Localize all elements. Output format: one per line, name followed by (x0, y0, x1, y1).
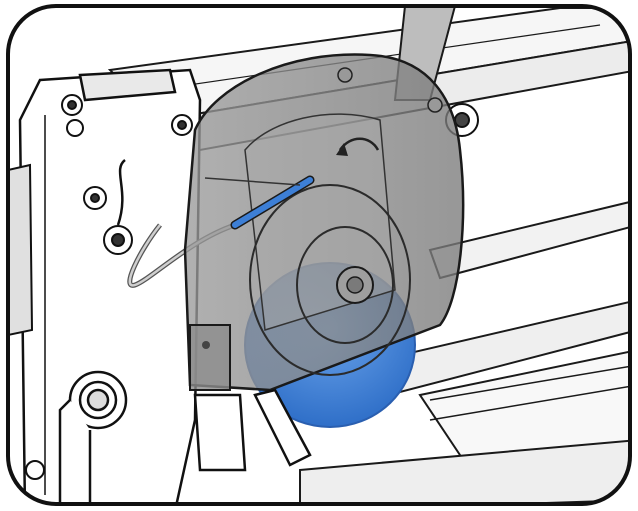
adjustment-knob-icon (58, 370, 128, 504)
riving-rod-icon (204, 175, 315, 230)
bracket-icon (193, 388, 312, 472)
side-plate-icon (18, 68, 202, 504)
left-frame-icon (8, 163, 34, 337)
frame-border (6, 4, 632, 506)
blade-guard-icon (183, 53, 465, 392)
